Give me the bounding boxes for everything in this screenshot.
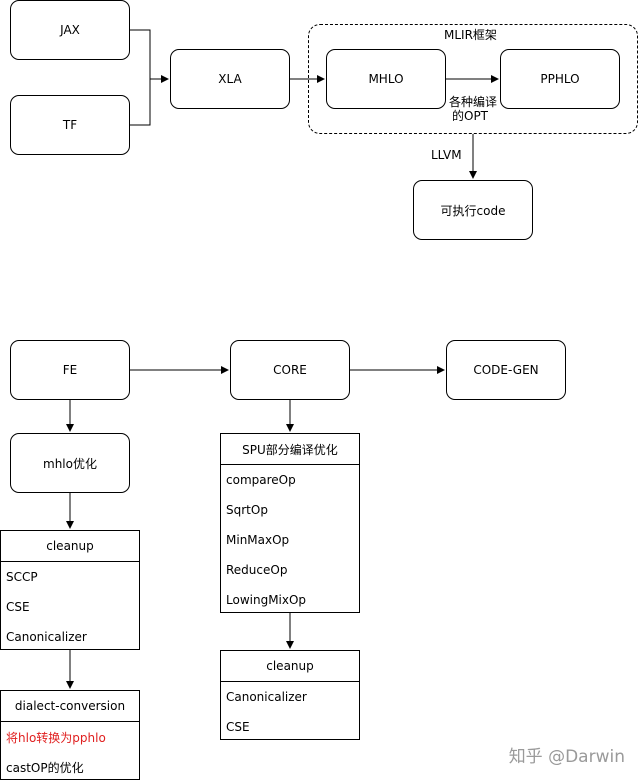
cleanup-left-list: cleanup SCCP CSE Canonicalizer: [0, 530, 140, 650]
exec-code-node: 可执行code: [413, 180, 533, 240]
mhlo-node: MHLO: [326, 49, 446, 109]
codegen-node: CODE-GEN: [446, 340, 566, 400]
cleanup-right-list: cleanup Canonicalizer CSE: [220, 650, 360, 740]
list-item: castOP的优化: [6, 760, 84, 775]
core-node: CORE: [230, 340, 350, 400]
edge-jax-xla: [130, 29, 169, 83]
fe-node: FE: [10, 340, 130, 400]
dialect-conversion-header: dialect-conversion: [1, 691, 139, 722]
opt-edge-label-line1: 各种编译: [449, 95, 498, 109]
mhlo-opt-node: mhlo优化: [10, 433, 130, 493]
opt-edge-label-line2: 的OPT: [452, 109, 489, 123]
list-item: Canonicalizer: [6, 630, 87, 644]
mlir-frame-title: MLIR框架: [444, 28, 497, 42]
list-item: CSE: [226, 720, 250, 734]
list-item: SqrtOp: [226, 503, 268, 517]
cleanup-right-header: cleanup: [221, 651, 359, 682]
spu-opt-list: SPU部分编译优化 compareOp SqrtOp MinMaxOp Redu…: [220, 433, 360, 613]
spu-opt-header: SPU部分编译优化: [221, 434, 359, 465]
list-item: ReduceOp: [226, 563, 288, 577]
cleanup-left-header: cleanup: [1, 531, 139, 562]
dialect-conversion-list: dialect-conversion 将hlo转换为pphlo castOP的优…: [0, 690, 140, 780]
jax-node: JAX: [10, 0, 130, 60]
list-item: Canonicalizer: [226, 690, 307, 704]
list-item: SCCP: [6, 570, 38, 584]
watermark: 知乎 @Darwin: [508, 747, 625, 767]
list-item: CSE: [6, 600, 30, 614]
list-item: MinMaxOp: [226, 533, 290, 547]
tf-node: TF: [10, 95, 130, 155]
list-item: compareOp: [226, 473, 296, 487]
list-item: LowingMixOp: [226, 593, 307, 607]
list-item: 将hlo转换为pphlo: [6, 730, 106, 745]
xla-node: XLA: [170, 49, 290, 109]
mlir-frame: [308, 24, 638, 134]
pphlo-node: PPHLO: [500, 49, 620, 109]
edge-tf-xla: [130, 79, 151, 126]
llvm-edge-label: LLVM: [431, 148, 462, 162]
